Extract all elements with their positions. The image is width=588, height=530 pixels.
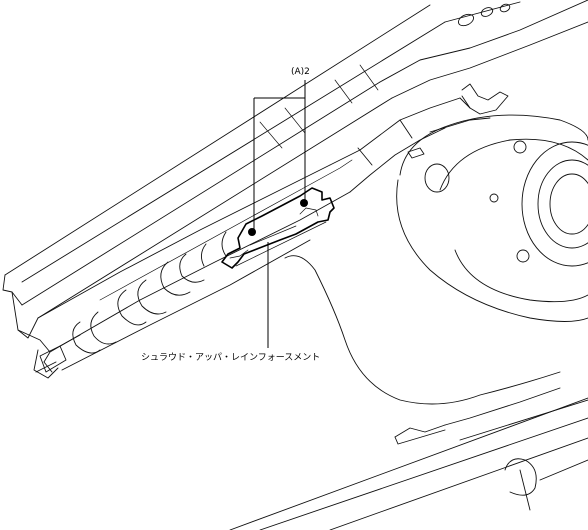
strut-tower (396, 114, 588, 322)
spot-weld-label: (A)2 (291, 67, 310, 77)
lower-floor-panel (229, 387, 588, 530)
middle-bracket-structure (329, 83, 509, 193)
wheel-house-line (284, 255, 561, 405)
spot-weld-leader (248, 80, 308, 236)
lower-frame-member (35, 159, 353, 373)
upper-body-holes (457, 3, 511, 27)
weld-point-right (300, 199, 308, 207)
shroud-upper-reinforcement (221, 187, 335, 269)
part-name-label: シュラウド・アッパ・レインフォースメント (141, 352, 320, 363)
upper-frame-rail (2, 0, 588, 379)
weld-point-left (248, 228, 256, 236)
